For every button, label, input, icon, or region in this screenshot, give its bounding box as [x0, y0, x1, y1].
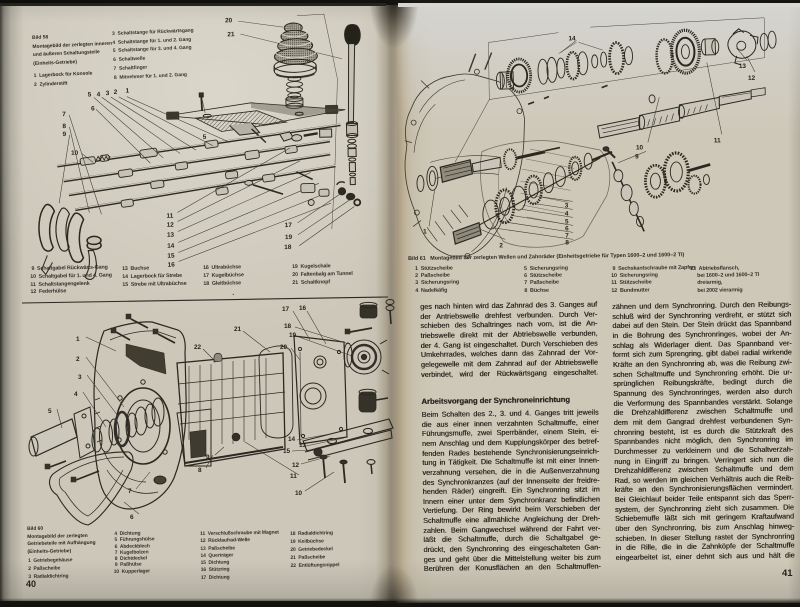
svg-text:5: 5: [565, 218, 569, 225]
svg-text:4: 4: [97, 91, 101, 98]
svg-text:22: 22: [194, 344, 202, 351]
svg-text:14: 14: [288, 436, 296, 443]
svg-text:12: 12: [292, 462, 300, 469]
svg-text:20: 20: [225, 17, 233, 24]
svg-text:5: 5: [88, 91, 92, 98]
svg-text:7: 7: [565, 232, 569, 239]
svg-text:18: 18: [284, 323, 292, 330]
svg-text:4: 4: [74, 391, 78, 398]
svg-text:6: 6: [565, 225, 569, 232]
svg-text:15: 15: [283, 448, 291, 455]
svg-text:21: 21: [234, 326, 242, 333]
svg-text:3: 3: [106, 90, 110, 97]
svg-text:11: 11: [166, 213, 173, 220]
svg-text:2: 2: [76, 356, 80, 363]
svg-text:2: 2: [114, 89, 118, 96]
svg-text:5: 5: [48, 408, 52, 415]
svg-text:16: 16: [168, 262, 176, 269]
svg-text:8: 8: [565, 239, 569, 246]
svg-text:12: 12: [167, 222, 175, 229]
svg-text:16: 16: [299, 305, 307, 312]
svg-text:9: 9: [206, 454, 210, 461]
svg-text:9: 9: [635, 153, 639, 160]
svg-text:3: 3: [565, 202, 569, 209]
svg-text:20: 20: [280, 344, 288, 351]
svg-text:7: 7: [128, 488, 132, 495]
svg-text:19: 19: [285, 234, 293, 241]
svg-text:9: 9: [63, 131, 67, 138]
svg-text:1: 1: [423, 228, 427, 235]
svg-text:10: 10: [71, 150, 79, 157]
svg-text:4: 4: [565, 210, 569, 217]
svg-text:17: 17: [285, 222, 293, 229]
svg-text:10: 10: [295, 490, 303, 497]
svg-text:11: 11: [290, 473, 297, 480]
svg-text:1: 1: [126, 88, 130, 95]
svg-text:1: 1: [76, 336, 80, 343]
svg-text:13: 13: [167, 232, 175, 239]
svg-text:15: 15: [167, 253, 175, 260]
svg-text:13: 13: [739, 63, 747, 70]
svg-text:2: 2: [499, 242, 503, 249]
svg-text:6: 6: [130, 514, 134, 521]
svg-text:8: 8: [62, 123, 66, 130]
svg-text:11: 11: [714, 137, 721, 144]
svg-text:13: 13: [299, 442, 307, 449]
svg-text:8: 8: [198, 467, 202, 474]
svg-text:18: 18: [284, 244, 292, 251]
svg-text:17: 17: [282, 306, 290, 313]
svg-text:3: 3: [78, 374, 82, 381]
svg-text:12: 12: [748, 75, 756, 82]
svg-text:14: 14: [568, 35, 576, 42]
svg-text:14: 14: [167, 243, 175, 250]
svg-text:7: 7: [62, 111, 66, 118]
svg-text:6: 6: [91, 105, 95, 112]
svg-text:19: 19: [289, 332, 297, 339]
svg-text:21: 21: [227, 31, 235, 38]
svg-text:5: 5: [203, 134, 207, 141]
svg-text:10: 10: [636, 144, 644, 151]
